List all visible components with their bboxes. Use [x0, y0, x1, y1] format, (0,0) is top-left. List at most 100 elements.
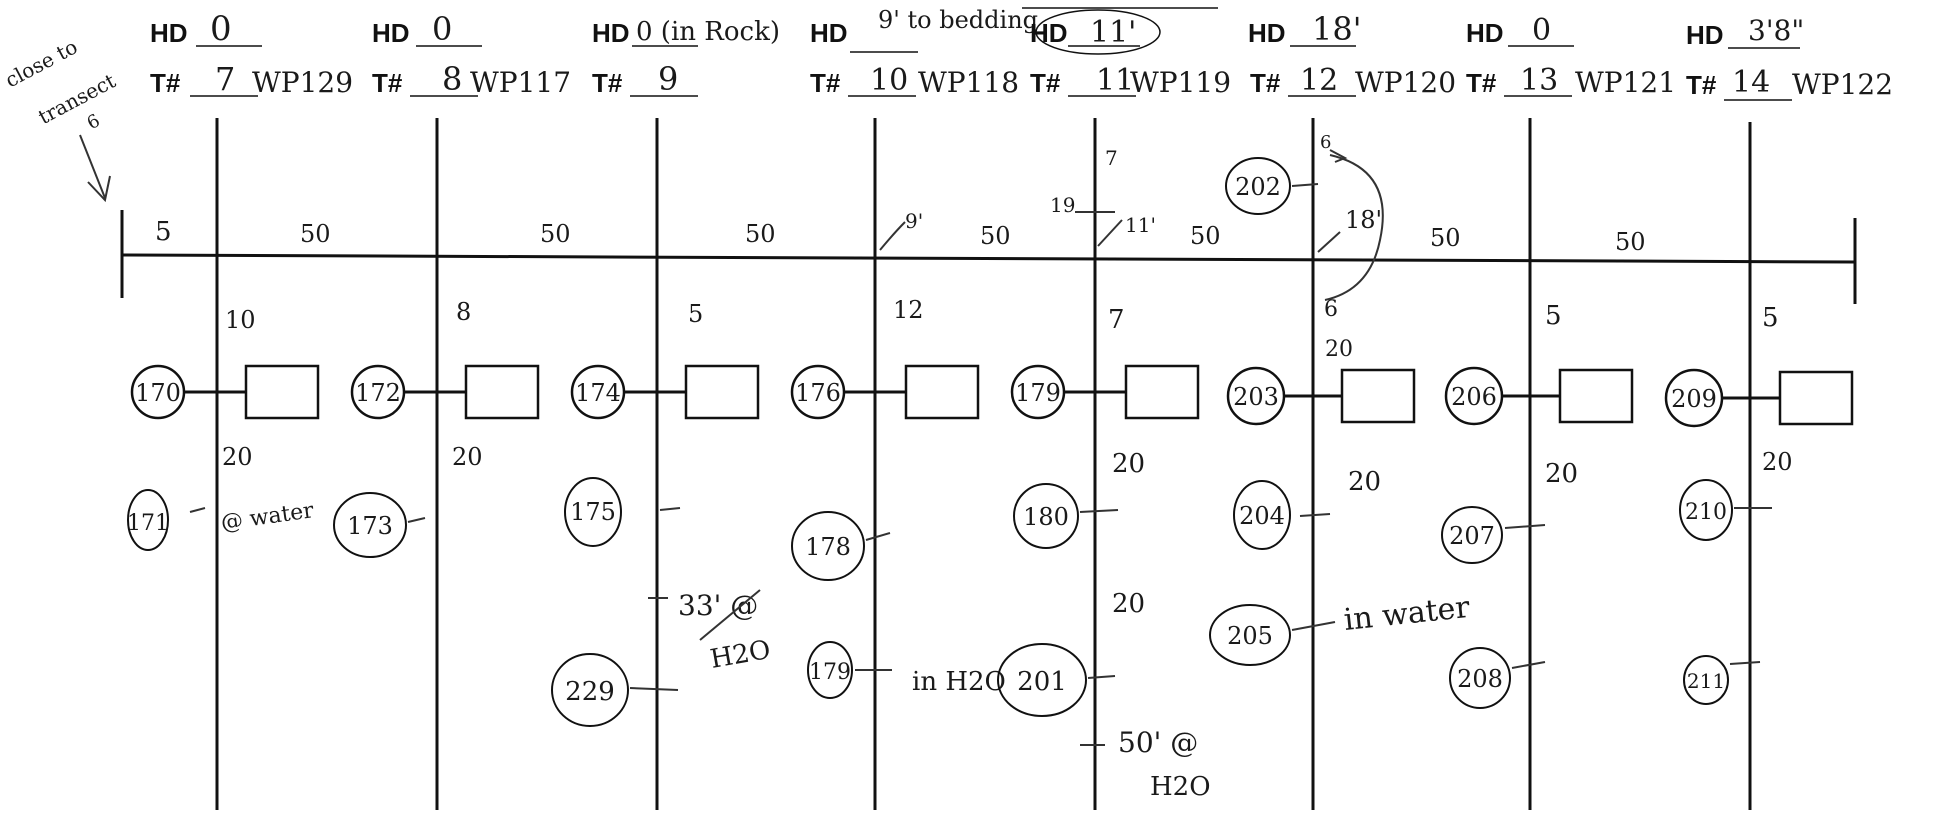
spacing-label: 50: [1430, 224, 1461, 252]
far-distance: 20: [1348, 467, 1381, 497]
station-id: 204: [1239, 502, 1285, 530]
hd-value: 0: [210, 9, 232, 49]
spacing-label: 50: [1615, 228, 1646, 256]
plot-id: 206: [1451, 383, 1497, 411]
near-distance: 10: [225, 306, 256, 334]
quadrat-box: [244, 364, 320, 420]
waypoint: WP120: [1355, 66, 1456, 99]
waypoint: WP117: [470, 66, 571, 99]
waypoint: WP122: [1792, 68, 1893, 101]
plot-id: 176: [795, 379, 841, 407]
hd-value: 0: [1532, 13, 1551, 48]
far-distance: 20: [1112, 449, 1145, 479]
plot-id: 174: [575, 379, 621, 407]
station-id: 210: [1685, 500, 1727, 525]
station-circle: [1233, 480, 1291, 550]
water-note: H2O: [708, 635, 773, 675]
depth-mark: 6: [1320, 132, 1331, 153]
waypoint: WP119: [1130, 66, 1231, 99]
station-id: 180: [1023, 503, 1069, 531]
far-distance: 20: [452, 443, 483, 471]
transect-number: 13: [1520, 63, 1558, 98]
station-circle: [1441, 506, 1503, 564]
station-circle: [1449, 647, 1511, 709]
transect-number: 11: [1096, 63, 1134, 98]
transect-number: 12: [1300, 63, 1338, 98]
hd-value: 9' to bedding: [878, 6, 1038, 34]
quadrat-box: [1558, 368, 1634, 424]
transect-number-label: T#: [1250, 68, 1281, 98]
near-distance: 5: [688, 300, 703, 328]
transect-14: HD 3'8" T# 14 WP122 5 209 20 210 211: [1664, 14, 1893, 810]
far-distance: 20: [1112, 589, 1145, 619]
quadrat-box: [1124, 364, 1200, 420]
depth-mark: 11': [1125, 213, 1156, 237]
spacing-label: 50: [1190, 222, 1221, 250]
hd-value: 0: [432, 10, 452, 48]
hd-label: HD: [150, 18, 188, 48]
far-distance: 20: [1545, 459, 1578, 489]
transect-10: HD 9' to bedding T# 10 WP118 12 9' 176 1…: [790, 6, 1038, 810]
station-id: 178: [805, 533, 851, 561]
plot-id: 203: [1233, 383, 1279, 411]
near-distance: 12: [893, 296, 924, 324]
transect-number: 7: [215, 60, 235, 98]
near-distance: 5: [1545, 301, 1562, 331]
station-circle: [333, 492, 407, 558]
near-distance: 8: [456, 298, 471, 326]
note-line-3: 6: [84, 110, 104, 134]
station-id: 205: [1227, 622, 1273, 650]
quadrat-box: [684, 364, 760, 420]
quadrat-box: [904, 364, 980, 420]
station-circle: [791, 511, 865, 581]
transect-11: HD 11' T# 11 WP119 7 19 11' 7 179 20 180…: [997, 7, 1231, 810]
spacing-label: 50: [980, 222, 1011, 250]
station-circle: [551, 653, 629, 727]
transect-number-label: T#: [372, 68, 403, 98]
transect-number-label: T#: [1466, 68, 1497, 98]
station-circle: [1683, 655, 1729, 705]
depth-mark: 7: [1105, 146, 1118, 170]
far-distance: 20: [1762, 448, 1793, 476]
spacing-label: 50: [745, 220, 776, 248]
baseline-start-distance: 5: [155, 217, 172, 247]
station-id: 229: [565, 677, 615, 707]
arrow-icon: [79, 134, 111, 203]
plot-id: 172: [355, 379, 401, 407]
station-id: 175: [570, 498, 616, 526]
station-circle: [127, 489, 169, 551]
near-distance: 7: [1108, 305, 1125, 335]
plot-id: 179: [1015, 379, 1061, 407]
transect-number: 9: [658, 60, 678, 98]
hd-value: 3'8": [1748, 14, 1804, 47]
corner-note: close to transect 6: [1, 34, 119, 134]
station-circle: [1679, 479, 1733, 541]
depth-mark: 9': [905, 209, 923, 233]
depth-mark: 19: [1050, 193, 1075, 217]
station-id: 208: [1457, 665, 1503, 693]
hd-label: HD: [810, 18, 848, 48]
plot-id: 209: [1671, 385, 1717, 413]
quadrat-box: [1778, 370, 1854, 426]
transect-8: HD 0 T# 8 WP117 8 172 20 173: [333, 10, 571, 810]
transect-7: HD 0 T# 7 WP129 10 170 20 171 @ water: [127, 9, 353, 810]
station-circle: [997, 643, 1087, 717]
transect-number-label: T#: [150, 68, 181, 98]
plot-id: 170: [135, 379, 181, 407]
note-line-2: transect: [34, 69, 119, 130]
waypoint: WP129: [252, 66, 353, 99]
transect-number-label: T#: [810, 68, 841, 98]
hd-value: 18': [1312, 10, 1362, 48]
far-distance: 20: [222, 443, 253, 471]
water-note: 33' @: [678, 589, 758, 622]
station-circle: [564, 477, 622, 547]
transect-number-label: T#: [1686, 70, 1717, 100]
hd-label: HD: [1686, 20, 1724, 50]
station-id: 179: [809, 660, 851, 685]
note-line-1: close to: [1, 34, 81, 92]
station-circle: [1013, 483, 1079, 549]
station-id: 211: [1687, 669, 1725, 693]
near-distance: 6: [1324, 297, 1338, 322]
baseline: [121, 253, 1856, 264]
